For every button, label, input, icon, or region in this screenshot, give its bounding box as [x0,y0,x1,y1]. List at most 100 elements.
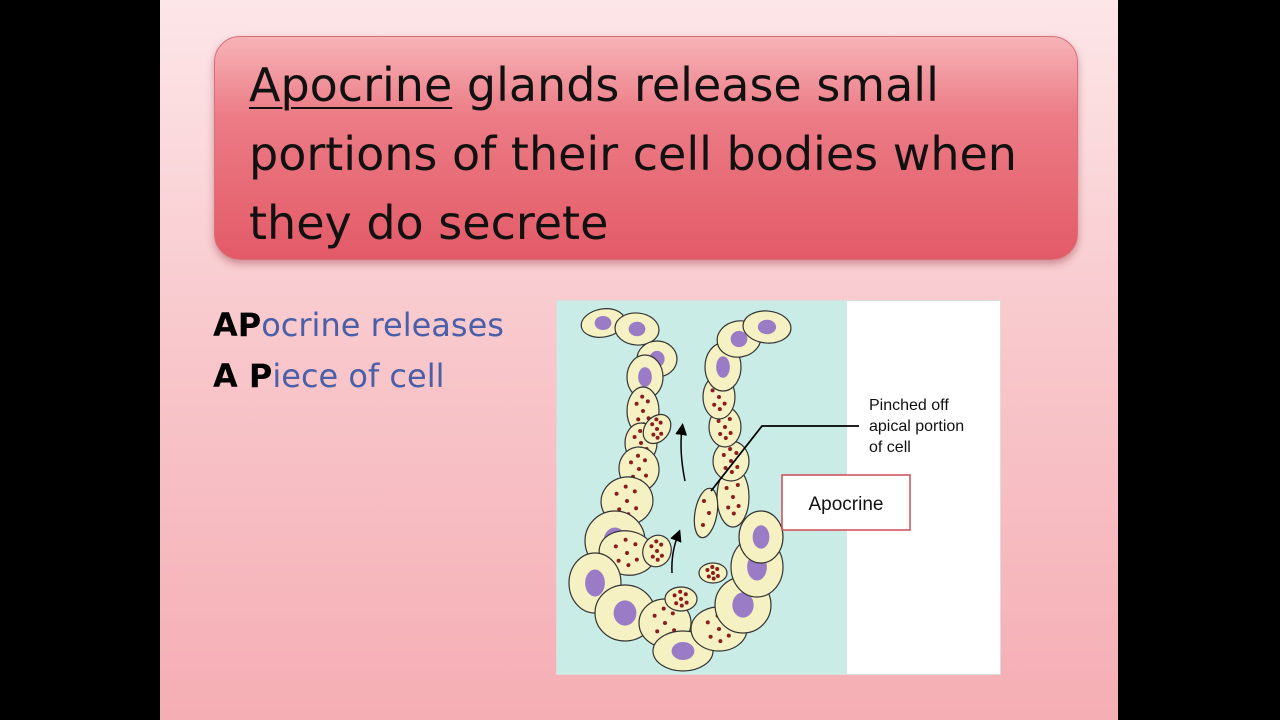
secretory-granule [651,432,656,437]
secretory-granule [705,620,710,625]
pinched-off-fragment [693,487,719,539]
secretory-granule [712,402,717,407]
secretory-granule [643,458,647,463]
apocrine-label: Apocrine [809,494,884,515]
secretory-granule [623,484,628,489]
secretory-granule [625,551,629,555]
secretory-granule [636,417,641,422]
secretory-granule [659,553,664,558]
secretion-arrow-lower [670,529,682,574]
cell-nucleus [732,592,754,618]
secretory-granule [623,537,628,542]
secretory-granule [717,627,721,631]
secretory-granule [724,486,729,490]
secretory-granule [723,466,728,470]
secretory-granule [652,613,657,618]
secretory-granule [711,576,716,581]
secretory-granule [659,431,664,436]
secretory-granule [661,606,666,611]
granule [707,511,711,515]
secretory-granule [716,419,721,423]
mnemonic-line-2-bold: A P [213,357,273,395]
secretory-granule [655,427,659,431]
secretory-granule [659,542,664,547]
secretory-granule [727,417,732,421]
secretory-granule [706,574,711,579]
secretory-granule [708,634,713,639]
secretory-granule [683,592,688,597]
secretory-granule [679,603,684,608]
secretion-arrow-upper [675,423,688,482]
slide: Apocrine glands release small portions o… [160,0,1118,720]
secretory-granule [674,601,679,606]
callout-label-line-1: Pinched off [869,397,949,414]
secretory-granule [723,425,727,429]
mnemonic-line-1-bold: AP [213,306,262,344]
secretory-granule [715,567,720,571]
secretory-granule [728,447,733,451]
cell-nucleus [757,319,777,335]
cell-nucleus [730,330,748,348]
secretory-granule [637,467,641,471]
secretory-granule [650,422,655,427]
title-box: Apocrine glands release small portions o… [214,36,1078,260]
secretory-granule [726,633,731,638]
secretory-granule [649,544,654,549]
secretory-granule [633,542,638,547]
secretory-granule [736,504,741,508]
apocrine-gland-figure: Pinched off apical portion of cell Apocr… [556,300,1001,675]
secretory-granule [679,597,683,601]
title-rest: glands release small portions of their c… [249,58,1017,250]
secretory-granule [678,589,683,594]
secretory-granule [655,435,660,440]
secretory-granule [650,554,655,559]
secretory-granule [617,507,622,512]
secretory-granule [634,401,639,406]
mnemonic-line-2-rest: iece of cell [272,357,445,395]
cell-nucleus [671,642,695,660]
secretory-granule [634,506,639,511]
callout-label-line-3: of cell [869,439,911,456]
secretory-granule [717,395,721,399]
secretory-granule [636,453,640,458]
secretory-granule [639,441,643,445]
secretory-granule [710,565,715,569]
secretory-granule [655,557,660,562]
slide-title: Apocrine glands release small portions o… [249,51,1069,258]
secretory-granule [711,571,715,575]
secretory-granule [613,544,618,549]
secretory-granule [632,489,637,494]
apocrine-label-box [781,474,911,531]
granule [702,499,706,503]
secretory-granule [705,568,710,572]
secretory-granule [670,611,675,616]
gland-diagram: Pinched off apical portion of cell Apocr… [557,301,964,674]
secretory-granule [644,473,648,478]
secretory-granule [625,499,629,503]
granule [701,523,705,527]
secretory-granule [717,407,722,412]
secretory-granule [723,436,728,440]
secretory-granule [655,629,660,634]
secretory-granule [710,388,715,393]
secretory-granule [634,557,639,562]
cell-nucleus [752,525,770,549]
secretory-granule [722,401,727,406]
mnemonic-line-1: APocrine releases [213,306,504,344]
secretory-granule [729,459,733,463]
secretory-granule [731,511,736,516]
cell-nucleus [594,316,612,330]
secretory-granule [672,593,677,598]
cell-nucleus [585,569,605,597]
secretory-granule [654,417,659,422]
secretory-granule [726,505,731,510]
cell-nucleus [638,367,652,387]
secretory-granule [718,639,723,644]
secretory-granule [721,453,726,457]
secretory-granule [684,600,689,605]
secretory-granule [734,451,739,455]
secretory-granule [718,432,723,436]
secretory-granule [729,470,734,474]
secretory-granule [728,431,733,435]
secretory-granule [616,558,621,563]
